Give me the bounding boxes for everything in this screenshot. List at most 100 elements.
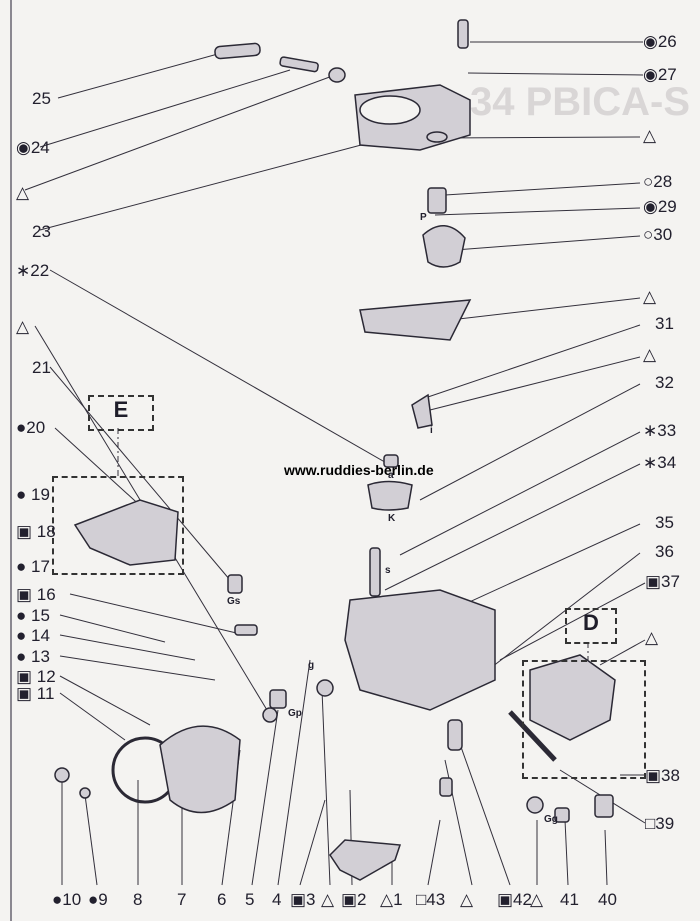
label-18: ▣ 18 <box>16 522 56 541</box>
washer-top <box>426 131 448 143</box>
label-41: 41 <box>560 890 579 909</box>
label-21: 21 <box>32 358 51 377</box>
washer-5 <box>262 707 278 723</box>
group-box-D: D <box>565 608 617 644</box>
jet-Gp <box>269 689 287 709</box>
label-triangle: △ <box>16 317 30 336</box>
label-23: 23 <box>32 222 51 241</box>
label-32: 32 <box>655 373 674 392</box>
label-7: 7 <box>177 890 187 909</box>
label-20: ●20 <box>16 418 46 437</box>
label-25: 25 <box>32 89 51 108</box>
float-30 <box>422 225 466 268</box>
jet-Gs <box>227 574 243 594</box>
label-10: ●10 <box>52 890 82 909</box>
label-1: △1 <box>380 890 403 909</box>
label-29: ◉29 <box>643 197 677 216</box>
label-24: ◉24 <box>16 138 50 157</box>
page-edge <box>10 0 12 921</box>
jet-22 <box>383 454 399 468</box>
label-36: 36 <box>655 542 674 561</box>
jet-43 <box>439 777 453 797</box>
letter-g: g <box>308 660 315 671</box>
group-label-E: E <box>113 397 129 422</box>
label-30: ○30 <box>643 225 673 244</box>
part-31 <box>411 393 433 429</box>
letter-Gs: Gs <box>227 596 241 607</box>
label-8: 8 <box>133 890 143 909</box>
nut-10 <box>54 767 70 783</box>
label-triangle: △ <box>530 890 544 909</box>
screw-16 <box>234 624 258 636</box>
label-triangle: △ <box>643 345 657 364</box>
letter-i: i <box>430 425 433 436</box>
washer-9 <box>79 787 91 799</box>
label-triangle: △ <box>643 287 657 306</box>
label-6: 6 <box>217 890 227 909</box>
venturi-32 <box>367 480 413 511</box>
label-19: ● 19 <box>16 485 50 504</box>
letter-Gg: Gg <box>544 814 558 825</box>
letter-Gp: Gp <box>288 708 302 719</box>
pump-assembly-D <box>529 654 616 741</box>
label-triangle: △ <box>460 890 474 909</box>
label-11: ▣ 11 <box>16 684 55 703</box>
washer-4 <box>316 679 334 697</box>
label-triangle: △ <box>645 628 659 647</box>
leader-lines <box>24 41 646 886</box>
group-box-E: E <box>88 395 154 431</box>
jet-42 <box>447 719 463 751</box>
background-print-through: 34 PBICA-S <box>470 80 691 124</box>
group-frame-E <box>52 476 184 575</box>
plug-40 <box>594 794 614 818</box>
label-26: ◉26 <box>643 32 677 51</box>
label-17: ● 17 <box>16 557 50 576</box>
label-triangle: △ <box>16 183 30 202</box>
gasket-1 <box>329 839 402 881</box>
group-frame-D <box>522 660 646 779</box>
letter-P: P <box>420 212 427 223</box>
label-13: ● 13 <box>16 647 50 666</box>
label-27: ◉27 <box>643 65 677 84</box>
label-43: □43 <box>416 890 446 909</box>
letter-s: s <box>385 565 391 576</box>
label-31: 31 <box>655 314 674 333</box>
part-25 <box>214 42 261 60</box>
washer <box>328 67 346 83</box>
choke-cover-7 <box>159 725 241 814</box>
label-16: ▣ 16 <box>16 585 56 604</box>
part-24 <box>279 56 319 73</box>
label-3: ▣3 <box>290 890 316 909</box>
label-triangle: △ <box>643 126 657 145</box>
label-15: ● 15 <box>16 606 50 625</box>
group-label-D: D <box>583 610 599 635</box>
website-url: www.ruddies-berlin.de <box>284 462 434 478</box>
label-33: ∗33 <box>643 421 677 440</box>
screw-39 <box>508 710 557 762</box>
label-14: ● 14 <box>16 626 50 645</box>
label-12: ▣ 12 <box>16 667 56 686</box>
carburetor-body <box>344 589 496 711</box>
washer-bottom <box>526 796 544 814</box>
label-22: ∗22 <box>16 261 50 280</box>
pump-assembly-E <box>73 499 179 566</box>
label-37: ▣37 <box>645 572 680 591</box>
label-40: 40 <box>598 890 617 909</box>
label-2: ▣2 <box>341 890 367 909</box>
needle-valve-28 <box>427 187 447 214</box>
label-4: 4 <box>272 890 282 909</box>
label-5: 5 <box>245 890 255 909</box>
label-34: ∗34 <box>643 453 677 472</box>
emulsion-tube <box>369 547 381 597</box>
label-9: ●9 <box>88 890 108 909</box>
parts <box>54 19 616 881</box>
label-triangle: △ <box>321 890 335 909</box>
letter-K: K <box>388 513 396 524</box>
label-38: ▣38 <box>645 766 680 785</box>
label-28: ○28 <box>643 172 673 191</box>
label-39: □39 <box>645 814 675 833</box>
gasket <box>359 299 472 341</box>
letter-a: a <box>388 470 394 481</box>
